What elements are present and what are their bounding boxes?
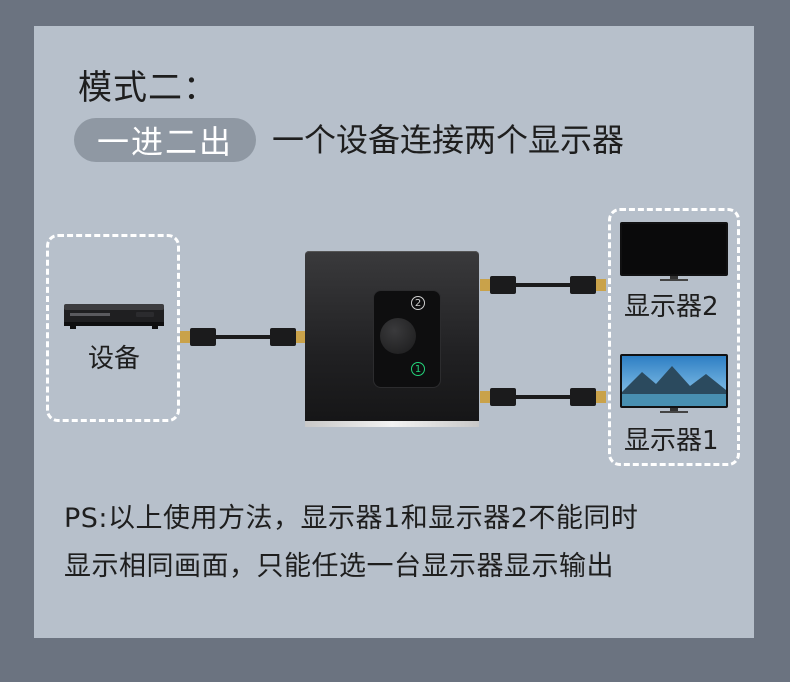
- monitor-2-label: 显示器2: [624, 286, 719, 323]
- mode-badge: 一进二出: [74, 118, 256, 162]
- mode-title: 模式二：: [78, 60, 218, 109]
- hdmi-switch-base: [305, 421, 479, 427]
- switch-select-button[interactable]: [380, 318, 416, 354]
- monitor-2-icon: [620, 222, 730, 282]
- hdmi-cable-output-2: [478, 272, 608, 298]
- port-1-indicator-icon: 1: [411, 362, 425, 376]
- hdmi-cable-input: [178, 324, 308, 350]
- monitor-1-label: 显示器1: [624, 420, 719, 457]
- monitor-1-icon: [620, 354, 730, 414]
- port-2-indicator-icon: 2: [411, 296, 425, 310]
- note-line-1: PS:以上使用方法，显示器1和显示器2不能同时: [64, 496, 638, 535]
- note-line-2: 显示相同画面，只能任选一台显示器显示输出: [64, 544, 614, 583]
- source-device-label: 设备: [88, 338, 140, 375]
- bluray-player-icon: [62, 300, 166, 334]
- mode-subtitle: 一个设备连接两个显示器: [272, 118, 624, 162]
- hdmi-cable-output-1: [478, 384, 608, 410]
